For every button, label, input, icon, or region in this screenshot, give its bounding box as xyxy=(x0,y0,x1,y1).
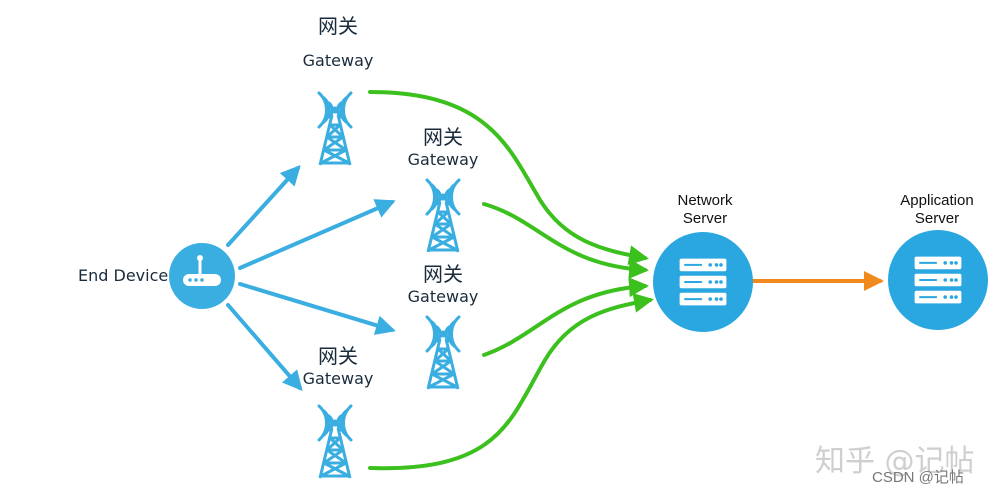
backhaul-gateway-1 xyxy=(368,90,649,266)
gateway-en-label: Gateway xyxy=(407,287,479,306)
application-server-label-line2: Server xyxy=(914,210,960,227)
end-device-label: End Device xyxy=(78,266,169,285)
gateway-tower-icon-4 xyxy=(317,404,353,480)
uplink-to-gateway-3 xyxy=(238,282,396,335)
uplink-to-gateway-1 xyxy=(226,165,301,247)
gateway-cn-label: 网关 xyxy=(423,125,463,149)
backhaul-gateway-4 xyxy=(368,292,654,471)
uplink-to-gateway-2 xyxy=(238,199,396,270)
gateway-tower-icon-3 xyxy=(425,315,461,391)
gateway-cn-label: 网关 xyxy=(423,262,463,286)
router-icon xyxy=(183,255,221,286)
gateway-tower-icon-2 xyxy=(425,178,461,254)
backhaul-gateway-3 xyxy=(482,277,649,357)
gateway-tower-icon-1 xyxy=(317,91,353,167)
csdn-watermark: CSDN @记帖 xyxy=(872,469,964,486)
application-server-label: Application Server xyxy=(886,192,988,228)
backhaul-gateway-2 xyxy=(482,202,649,280)
end-device-node xyxy=(169,243,235,309)
gateway-en-label: Gateway xyxy=(302,369,374,388)
network-server-label-line1: Network xyxy=(677,192,733,209)
uplink-to-gateway-4 xyxy=(226,303,303,392)
application-server-label-line1: Application xyxy=(900,192,974,209)
application-server-node xyxy=(888,230,988,330)
zhihu-watermark: 知乎 @记帖 xyxy=(815,444,975,479)
network-server-label-line2: Server xyxy=(682,210,728,227)
gateway-cn-label: 网关 xyxy=(318,344,358,368)
gateway-en-label: Gateway xyxy=(407,150,479,169)
server-rack-icon xyxy=(678,257,728,307)
gateway-label-3: 网关 Gateway xyxy=(403,258,483,306)
network-server-label: Network Server xyxy=(660,192,750,228)
gateway-label-2: 网关 Gateway xyxy=(403,121,483,169)
gateway-cn-label: 网关 xyxy=(318,14,358,38)
server-rack-icon xyxy=(913,255,963,305)
gateway-label-1: 网关 Gateway xyxy=(298,10,378,70)
device-uplinks xyxy=(226,165,396,392)
gateway-backhauls xyxy=(368,90,654,471)
network-server-node xyxy=(653,232,753,332)
gateway-en-label: Gateway xyxy=(302,51,374,70)
gateway-label-4: 网关 Gateway xyxy=(298,340,378,388)
